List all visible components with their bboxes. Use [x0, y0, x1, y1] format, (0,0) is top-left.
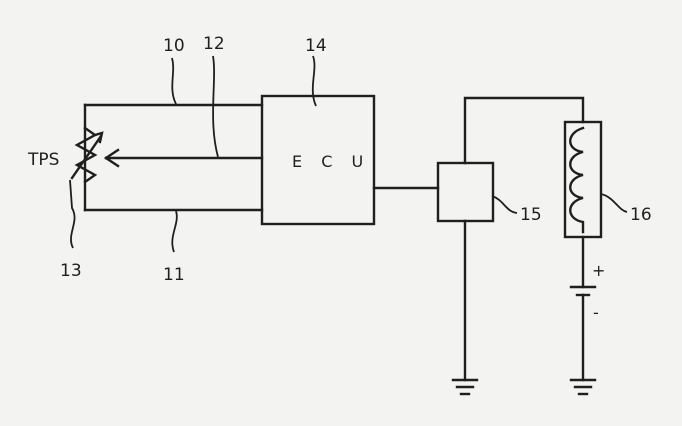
ref-label-16: 16	[630, 205, 652, 225]
ref-label-13: 13	[60, 261, 82, 281]
tps-sensor	[70, 103, 120, 212]
ref-label-10: 10	[163, 36, 185, 56]
leader-lines	[69, 55, 628, 253]
ecu-box	[260, 94, 376, 226]
ground-symbol-right	[569, 378, 597, 396]
variable-arrow-head	[93, 131, 104, 144]
wiper-arrow-head	[104, 148, 120, 168]
solenoid-coil	[569, 126, 585, 234]
variable-arrow-line	[70, 134, 103, 180]
ref-label-14: 14	[305, 36, 327, 56]
driver-box	[436, 161, 495, 223]
driver-to-coil-wire	[463, 96, 585, 165]
ref-label-12: 12	[203, 34, 225, 54]
ecu-label: E C U	[292, 152, 370, 171]
battery-plus-sign: +	[592, 261, 605, 280]
ground-symbol-left	[451, 378, 479, 396]
ref-label-15: 15	[520, 205, 542, 225]
battery-minus-sign: -	[593, 303, 599, 322]
tps-label: TPS	[27, 150, 59, 170]
ref-label-11: 11	[163, 265, 185, 285]
